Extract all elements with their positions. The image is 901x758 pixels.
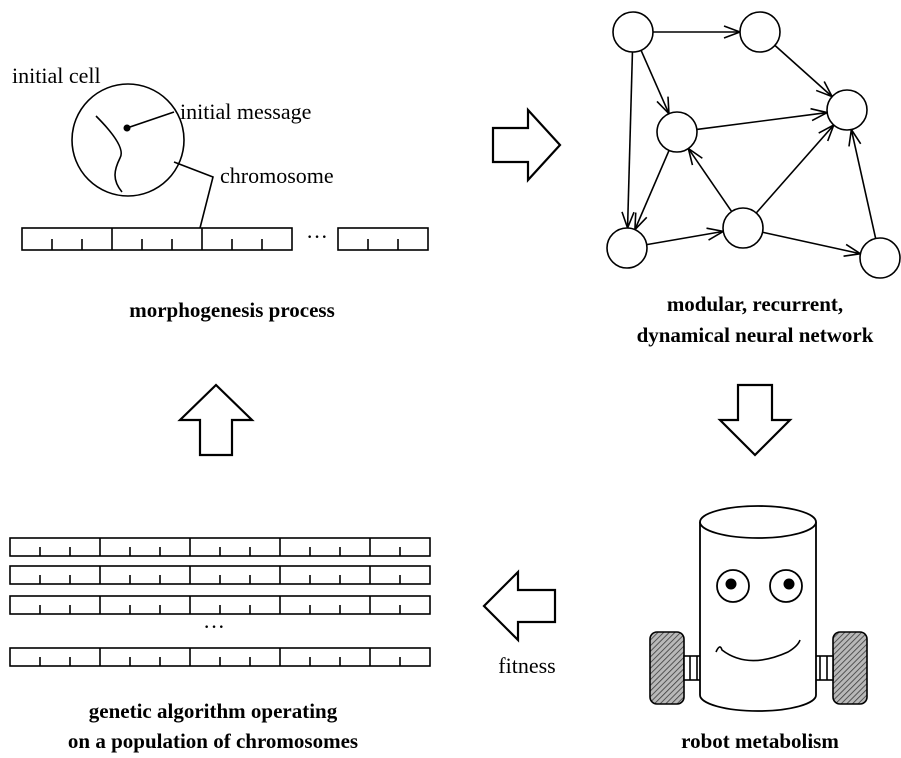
chromosome-ellipsis: ··· <box>306 224 328 249</box>
arrow-down-icon <box>717 383 793 457</box>
genetic-caption-line1: genetic algorithm operating <box>89 699 338 723</box>
fitness-label: fitness <box>498 653 555 678</box>
network-edge <box>762 231 861 255</box>
robot-body <box>699 522 817 712</box>
chromosome-strip: ··· <box>21 224 429 251</box>
chromosome-leader <box>173 161 214 229</box>
network-edges <box>621 25 877 257</box>
network-edge <box>755 124 835 214</box>
initial-cell-label: initial cell <box>12 63 101 88</box>
robot-left-pupil <box>725 578 737 590</box>
genetic-caption-line2: on a population of chromosomes <box>68 729 358 753</box>
network-node <box>606 227 648 269</box>
population-chromosome <box>9 537 431 557</box>
population-chromosome <box>9 647 431 667</box>
network-edge <box>774 44 833 98</box>
network-node <box>722 207 764 249</box>
network-nodes <box>606 11 901 279</box>
population-strips <box>9 537 431 667</box>
robot-panel: robot metabolism <box>649 505 868 753</box>
robot-caption: robot metabolism <box>681 729 839 753</box>
arrow-up-icon <box>177 383 255 457</box>
network-caption-line1: modular, recurrent, <box>667 292 843 316</box>
right-wheel-icon <box>832 631 868 705</box>
network-edge <box>634 150 670 230</box>
network-node <box>826 89 868 131</box>
network-node <box>612 11 654 53</box>
morphogenesis-panel: initial cell initial message chromosome … <box>12 63 429 322</box>
network-node <box>656 111 698 153</box>
population-chromosome <box>9 595 431 615</box>
network-edge <box>687 148 733 212</box>
network-edge <box>850 129 877 239</box>
network-node <box>739 11 781 53</box>
chromosome-label: chromosome <box>220 163 334 188</box>
population-panel: ··· genetic algorithm operating on a pop… <box>9 537 431 753</box>
population-ellipsis: ··· <box>203 614 225 639</box>
robot-smile <box>715 639 801 662</box>
neural-network-panel: modular, recurrent, dynamical neural net… <box>606 11 901 347</box>
initial-message-label: initial message <box>180 99 311 124</box>
network-edge <box>626 51 634 229</box>
initial-message-leader <box>126 111 175 129</box>
right-axle <box>812 655 834 681</box>
population-chromosome <box>9 565 431 585</box>
left-axle <box>683 655 705 681</box>
robot-right-pupil <box>783 578 795 590</box>
network-edge <box>640 49 670 115</box>
chromosome-squiggle <box>95 115 123 193</box>
network-caption-line2: dynamical neural network <box>637 323 874 347</box>
left-wheel-icon <box>649 631 685 705</box>
arrow-left-icon <box>482 569 557 643</box>
network-node <box>859 237 901 279</box>
network-edge <box>646 230 724 246</box>
network-edge <box>696 111 828 131</box>
robot-head-top <box>699 505 817 539</box>
arrow-right-icon <box>491 107 562 183</box>
morphogenesis-caption: morphogenesis process <box>129 298 335 322</box>
initial-cell-circle <box>71 83 185 197</box>
